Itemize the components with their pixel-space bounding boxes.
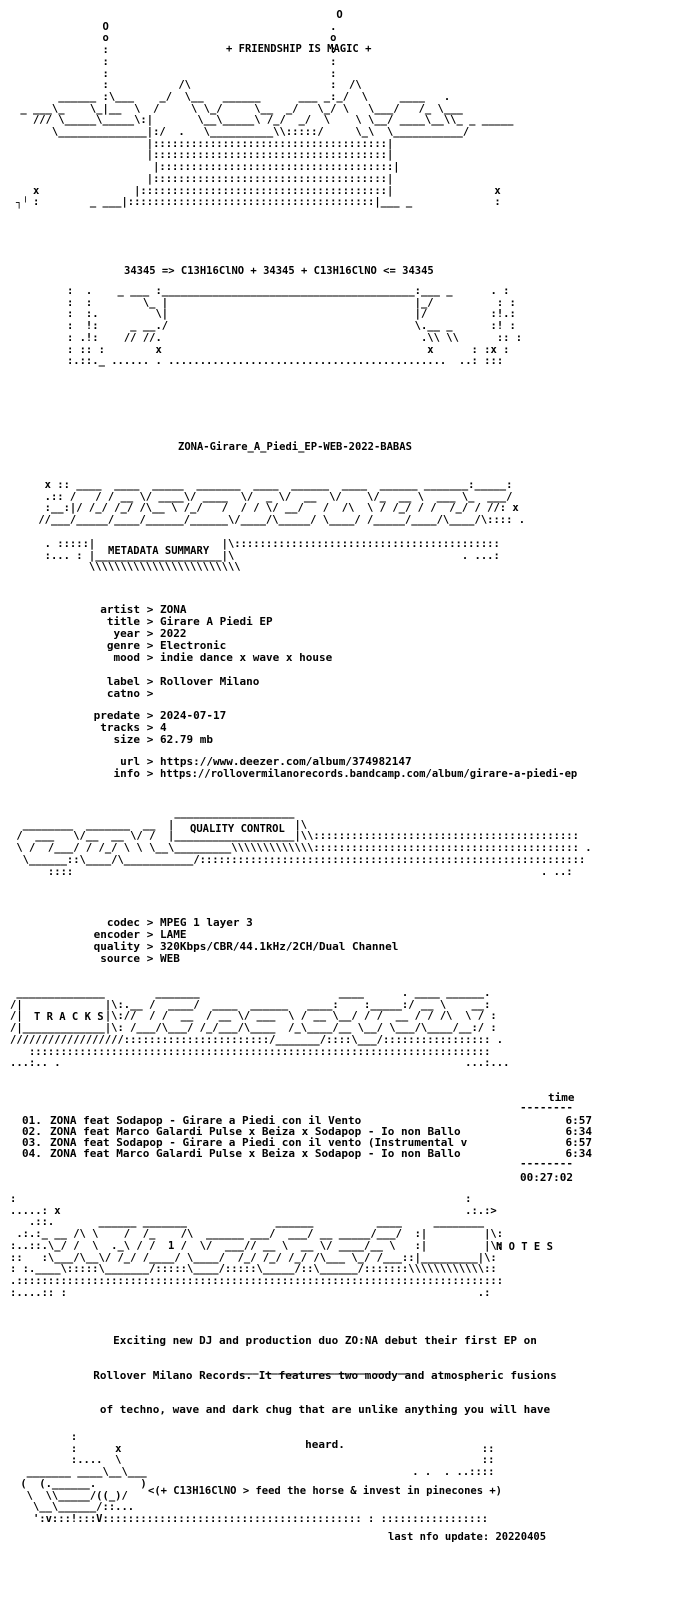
quality-value: LAME [160,928,187,941]
track-row[interactable]: 04. ZONA feat Marco Galardi Pulse x Beiza… [22,1148,592,1160]
notes-line: Exciting new DJ and production duo ZO:NA… [113,1334,537,1347]
quality-label: encoder [93,928,140,941]
header-ascii-art: O O . o o : : : [20,9,514,209]
meta-row-info: info>https://rollovermilanorecords.bandc… [20,767,578,781]
release-name: ZONA-Girare_A_Piedi_EP-WEB-2022-BABAS [178,441,412,453]
meta-label: catno [106,687,140,700]
meta-row-predate: predate>2024-07-17 [20,709,227,722]
metadata-title-box: . :::::| |\:::::::::::::::::::::::::::::… [44,538,500,574]
meta-row-artist: artist>ZONA [20,603,187,616]
meta-row-size: size>62.79 mb [20,734,213,746]
quality-label: codec [106,916,140,929]
meta-value: 4 [160,721,167,734]
meta-info-link[interactable]: https://rollovermilanorecords.bandcamp.c… [160,768,578,780]
track-time: 6:34 [565,1148,593,1160]
track-number: 01. [22,1115,42,1127]
quality-banner-art: ___________________ ________ _______ __ … [16,807,592,878]
track-time: 6:34 [565,1126,593,1138]
meta-url-link[interactable]: https://www.deezer.com/album/374982147 [160,755,412,768]
quality-value: 320Kbps/CBR/44.1kHz/2CH/Dual Channel [160,940,399,953]
meta-label: predate [93,709,140,722]
meta-row-mood: mood>indie dance x wave x house [20,651,333,664]
quality-row-encoder: encoder>LAME [20,929,187,941]
quality-row-quality: quality>320Kbps/CBR/44.1kHz/2CH/Dual Cha… [20,940,399,953]
meta-value: 62.79 mb [160,733,213,746]
meta-label: mood [113,651,141,664]
track-number: 03. [22,1137,42,1149]
header-formula: 34345 => C13H16ClNO + 34345 + C13H16ClNO… [124,265,434,277]
meta-value: Electronic [160,639,227,652]
notes-banner-art: : : .....: x .:.:> .::. ______ _______ _… [10,1193,504,1299]
notes-line: heard. [305,1437,345,1451]
meta-label: label [106,675,140,688]
quality-section-title: QUALITY CONTROL [190,823,285,835]
meta-value: indie dance x wave x house [160,651,333,664]
track-time: 6:57 [565,1115,593,1127]
metadata-section-title: METADATA SUMMARY [108,545,210,557]
track-number: 04. [22,1148,42,1160]
quality-label: source [100,952,140,965]
footer-ascii-art: : : x :: :.... \ :: _______ ____\__\___ [20,1431,495,1525]
tracks-total-rule: -------- [520,1157,573,1170]
track-number: 02. [22,1126,42,1138]
meta-value: Girare A Piedi EP [160,615,273,628]
meta-value: ZONA [160,603,187,616]
metadata-banner-art: x :: ____ ____ _____ _______ ____ ______… [38,479,526,527]
quality-label: quality [93,940,140,953]
track-title: ZONA feat Sodapop - Girare a Piedi con i… [50,1137,468,1149]
meta-value: Rollover Milano [160,675,260,688]
meta-row-tracks: tracks>4 [20,721,167,734]
quality-value: MPEG 1 layer 3 [160,916,253,929]
notes-body: Exciting new DJ and production duo ZO:NA… [20,1312,630,1473]
notes-divider: ___ ______ _________ ___ __ [239,1363,411,1375]
meta-row-year: year>2022 [20,628,187,640]
meta-row-genre: genre>Electronic [20,640,226,652]
meta-value: 2024-07-17 [160,709,227,722]
meta-label: size [113,733,141,746]
meta-label: artist [100,603,140,616]
notes-line: Rollover Milano Records. It features two… [93,1368,557,1382]
track-row[interactable]: 01. ZONA feat Sodapop - Girare a Piedi co… [22,1115,592,1127]
notes-line: of techno, wave and dark chug that are u… [99,1403,551,1416]
tracks-time-header: time [548,1091,575,1104]
track-title: ZONA feat Sodapop - Girare a Piedi con i… [50,1115,362,1127]
meta-value: 2022 [160,627,187,640]
meta-row-url: url>https://www.deezer.com/album/3749821… [20,756,412,768]
footer-last-update: last nfo update: 20220405 [388,1531,547,1543]
meta-label: genre [106,639,140,652]
quality-row-source: source>WEB [20,953,180,965]
tracks-section-title: T R A C K S [34,1011,104,1023]
header-slogan: + FRIENDSHIP IS MAGIC + [226,43,372,55]
quality-value: WEB [160,952,180,965]
quality-row-codec: codec>MPEG 1 layer 3 [20,917,253,929]
corner-glyph: ┐╵ [16,197,29,209]
meta-row-catno: catno> [20,688,160,700]
tracks-header-rule: -------- [520,1101,573,1114]
notes-section-title: N O T E S [496,1241,553,1253]
meta-label: info [113,767,141,780]
meta-label: url [120,755,140,768]
track-title: ZONA feat Marco Galardi Pulse x Beiza x … [50,1126,461,1138]
track-time: 6:57 [565,1137,593,1149]
meta-label: title [106,615,140,628]
meta-label: tracks [100,721,140,734]
track-row[interactable]: 02. ZONA feat Marco Galardi Pulse x Beiza… [22,1126,592,1138]
tracks-total-time: 00:27:02 [520,1171,573,1184]
track-row[interactable]: 03. ZONA feat Sodapop - Girare a Piedi co… [22,1137,592,1149]
meta-row-label: label>Rollover Milano [20,676,259,688]
track-title: ZONA feat Marco Galardi Pulse x Beiza x … [50,1148,461,1160]
bridge-ascii-art: : . _ ___ :_____________________________… [66,285,523,368]
meta-row-title: title>Girare A Piedi EP [20,616,273,628]
footer-tagline: <(+ C13H16ClNO > feed the horse & invest… [148,1485,503,1497]
tracks-banner-art: ______________ _______ ____ . ____ _____… [10,987,510,1070]
meta-label: year [113,627,141,640]
